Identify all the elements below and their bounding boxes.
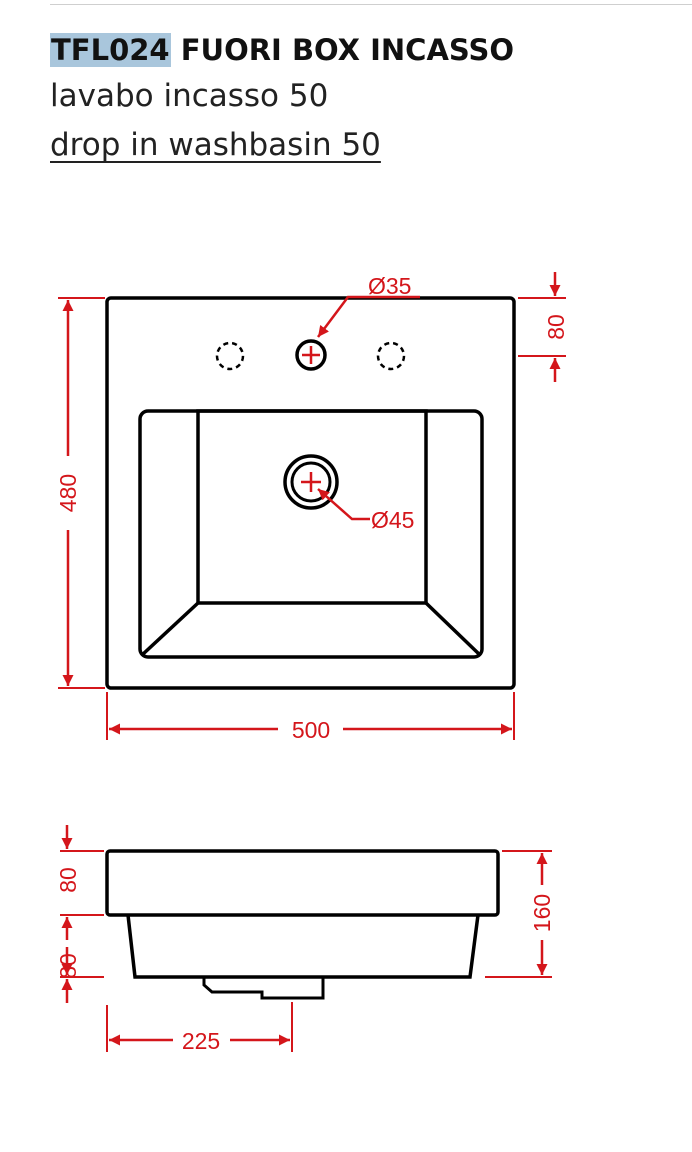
bowl-outline bbox=[138, 409, 484, 659]
top-view: Ø35 Ø45 480 500 80 bbox=[55, 272, 569, 743]
subtitle-english: drop in washbasin 50 bbox=[50, 127, 381, 163]
top-slab-profile bbox=[105, 849, 500, 917]
tap-hole-diameter-label: Ø35 bbox=[368, 273, 411, 299]
top-rule bbox=[50, 4, 692, 5]
tap-hole-leader bbox=[317, 295, 420, 338]
depth-dimension-label: 480 bbox=[55, 474, 81, 512]
optional-tap-hole-left bbox=[215, 341, 245, 371]
bowl-profile bbox=[126, 914, 480, 979]
bowl-edge-left bbox=[140, 601, 200, 657]
width-dimension-label: 500 bbox=[292, 717, 330, 743]
drain-hole-leader bbox=[317, 488, 370, 521]
tap-offset-dimension-label: 80 bbox=[543, 314, 569, 340]
optional-tap-hole-right bbox=[376, 341, 406, 371]
basin-outline bbox=[105, 296, 516, 690]
product-name: FUORI BOX INCASSO bbox=[180, 33, 515, 67]
tap-hole bbox=[295, 339, 327, 371]
bowl-edge-right bbox=[424, 601, 482, 657]
drain-hole bbox=[290, 461, 332, 503]
drain-profile bbox=[202, 977, 325, 1000]
bowl-floor bbox=[196, 409, 428, 605]
top-thickness-dimension-label: 80 bbox=[55, 867, 81, 893]
header: TFL024 FUORI BOX INCASSO lavabo incasso … bbox=[50, 30, 514, 168]
drain-outer-ring bbox=[283, 454, 339, 510]
drain-position-dimension-label: 225 bbox=[182, 1028, 220, 1054]
product-code: TFL024 bbox=[50, 33, 171, 67]
bowl-depth-dimension-label: 80 bbox=[55, 953, 81, 979]
product-title: TFL024 FUORI BOX INCASSO bbox=[50, 30, 514, 70]
total-height-dimension-label: 160 bbox=[529, 894, 555, 932]
side-view: 80 80 160 225 bbox=[55, 825, 555, 1054]
subtitle-italian: lavabo incasso 50 bbox=[50, 78, 329, 114]
drain-hole-diameter-label: Ø45 bbox=[371, 507, 414, 533]
